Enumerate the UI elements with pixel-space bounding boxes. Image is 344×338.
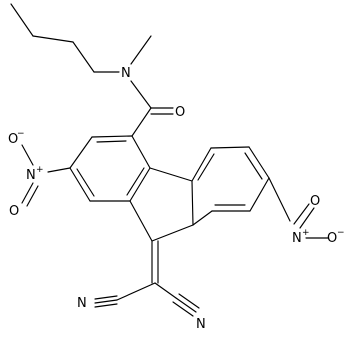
bond-cyano-left-triple-2 [94,295,118,300]
bond-ring-a-3 [69,167,91,202]
bond-ring-a-5-inner [126,167,145,196]
bond-ring-b-1 [149,167,193,182]
atom-labels: N O N + O − O N + O O − N N [8,66,344,332]
bond-ring-c-4 [249,177,270,212]
charge-nitro-right-n: + [302,228,310,238]
bond-cyano-left-c [116,282,156,301]
bond-ring-b-3 [151,224,194,242]
charge-nitro-right-o-right: − [337,228,344,238]
atom-label-amide-n: N [121,66,131,81]
bond-ring-a-2 [69,136,93,169]
bond-ring-c-3-inner [244,152,263,180]
bond-cyano-right-triple-2 [178,293,200,309]
bond-ring-a-1-inner [96,140,127,143]
bond-ring-c-1-inner [197,153,215,181]
bond-ring-b-2 [191,180,194,226]
bond-ring-c-2 [210,146,250,149]
bond-butyl-2 [32,35,74,43]
bond-ring-b-4 [129,200,153,242]
bond-n-carbonyl [130,80,152,109]
atom-label-carbonyl-o: O [175,105,185,120]
bond-cyano-left-triple-1 [94,299,118,304]
bond-butyl-3 [72,41,95,73]
bond-ring-a-1 [91,135,133,138]
bond-cyano-right-c [154,282,177,299]
bond-nitro-right-n-o-upper-1 [293,203,310,225]
bond-nitro-right-n-o-upper-2 [299,207,315,229]
atom-label-nitro-right-o-upper: O [310,194,320,209]
bond-ring-a-3-inner [76,168,95,197]
bond-butyl-1 [10,3,34,37]
atom-label-nitrile-right-n: N [196,317,206,332]
bond-ring-c-1 [191,147,212,182]
charge-nitro-left-n: + [36,165,44,175]
atom-label-nitro-left-o-upper: O [8,132,18,147]
bond-lines [10,3,329,317]
bond-carbonyl-ring [131,107,152,137]
bond-cyano-right-triple-3 [172,301,194,317]
bond-cyano-right-triple-1 [175,297,197,313]
bond-ring-a-5 [129,167,151,202]
bond-nitro-left-c-n [47,167,71,173]
atom-label-nitrile-left-n: N [77,296,87,311]
bond-ring-c-3 [248,146,270,179]
bond-n-methyl [130,35,152,65]
atom-label-nitro-right-o-right: O [327,231,337,246]
bond-cyano-left-triple-3 [94,303,118,308]
atom-label-nitro-right-n: N [292,231,302,246]
bond-nitro-left-n-o-lower-1 [21,182,34,204]
charge-nitro-left-o-upper: − [17,129,25,139]
bond-ring-c-6 [192,210,213,226]
bond-ring-a-6 [131,135,151,169]
bond-nitro-right-c-n [268,177,291,222]
bond-nitro-left-n-o-upper [21,144,34,166]
bond-nitro-left-n-o-lower-2 [26,185,39,207]
atom-label-nitro-left-n: N [26,168,36,183]
atom-label-nitro-left-o-lower: O [9,204,19,219]
